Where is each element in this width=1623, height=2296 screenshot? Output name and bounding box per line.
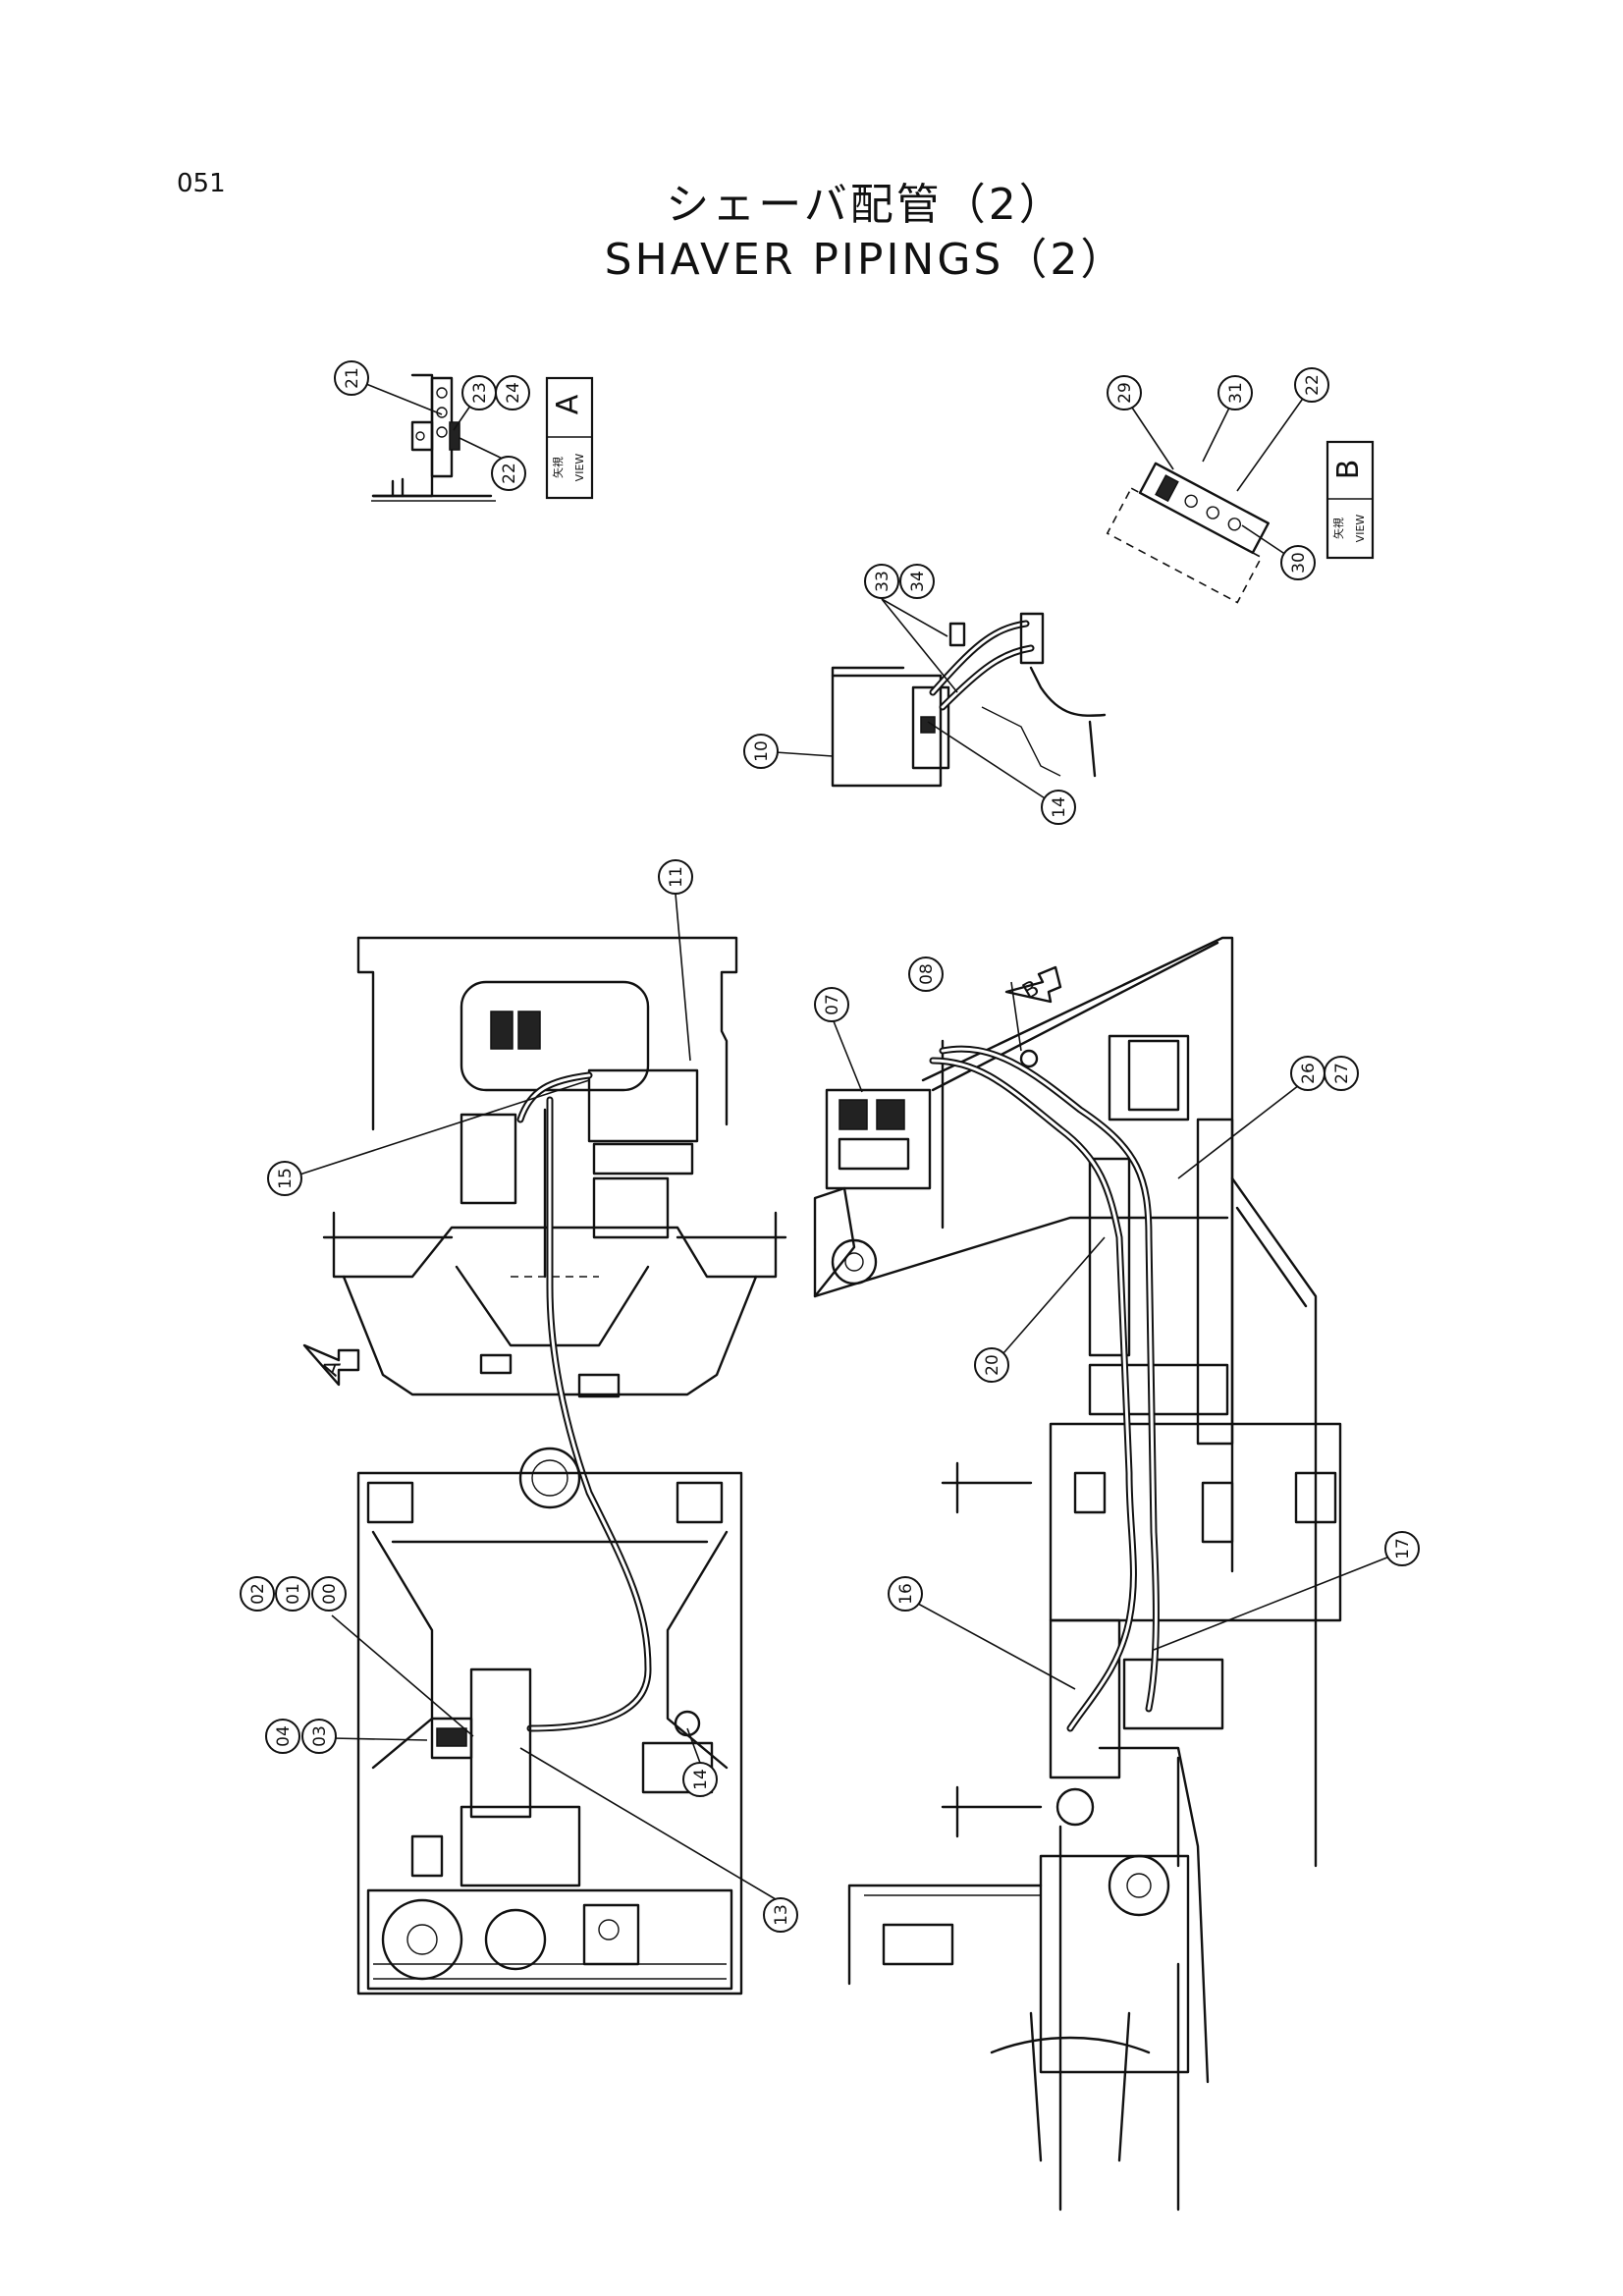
callout-02: 02 (240, 1576, 275, 1612)
left-lower-frame (356, 1447, 743, 1995)
svg-text:00: 00 (320, 1583, 340, 1605)
callouts: 21 23 24 22 29 31 22 30 33 34 10 14 11 1… (240, 360, 1420, 1933)
callout-14-main: 14 (682, 1762, 718, 1797)
callout-20: 20 (974, 1347, 1009, 1383)
view-a-en: VIEW (573, 454, 586, 482)
callout-24: 24 (495, 375, 530, 410)
svg-text:02: 02 (248, 1583, 268, 1605)
svg-text:01: 01 (284, 1583, 303, 1605)
callout-16: 16 (888, 1576, 923, 1612)
svg-text:31: 31 (1226, 382, 1246, 404)
callout-11: 11 (658, 859, 693, 895)
svg-text:29: 29 (1115, 382, 1135, 404)
svg-text:08: 08 (917, 963, 937, 985)
callout-27: 27 (1324, 1056, 1359, 1091)
svg-text:30: 30 (1289, 552, 1309, 574)
callout-17: 17 (1384, 1531, 1420, 1566)
callout-22-view-b: 22 (1294, 367, 1329, 403)
svg-text:16: 16 (896, 1583, 916, 1605)
callout-31: 31 (1217, 375, 1253, 410)
callout-04: 04 (265, 1719, 300, 1754)
view-a-jp: 矢視 (551, 457, 565, 478)
svg-text:34: 34 (908, 571, 928, 592)
right-main-view: B (813, 936, 1342, 2212)
svg-text:21: 21 (343, 367, 362, 389)
svg-text:23: 23 (470, 382, 490, 404)
left-main-view: A (302, 936, 787, 1732)
callout-29: 29 (1107, 375, 1142, 410)
view-b-label: B 矢視 VIEW (1325, 440, 1375, 560)
callout-34: 34 (899, 564, 935, 599)
callout-00: 00 (311, 1576, 347, 1612)
callout-15: 15 (267, 1161, 302, 1196)
callout-23: 23 (461, 375, 497, 410)
view-b-jp: 矢視 (1331, 518, 1345, 539)
svg-text:24: 24 (504, 382, 523, 404)
svg-text:07: 07 (823, 994, 842, 1015)
svg-text:33: 33 (873, 571, 893, 592)
view-b-detail (1106, 462, 1270, 604)
page-title-english: SHAVER PIPINGS（2） (604, 235, 1127, 285)
view-b-letter: B (1331, 460, 1366, 480)
svg-text:22: 22 (1303, 374, 1323, 396)
callout-30: 30 (1280, 545, 1316, 580)
callout-14-detail: 14 (1041, 790, 1076, 825)
view-a-label: A 矢視 VIEW (545, 376, 594, 500)
svg-text:10: 10 (752, 740, 772, 762)
svg-text:13: 13 (772, 1904, 791, 1926)
view-b-en: VIEW (1354, 515, 1367, 543)
svg-text:03: 03 (310, 1725, 330, 1747)
callout-21: 21 (334, 360, 369, 396)
callout-26: 26 (1290, 1056, 1325, 1091)
callout-08: 08 (908, 957, 944, 992)
svg-text:14: 14 (691, 1769, 711, 1790)
svg-text:20: 20 (983, 1354, 1002, 1376)
svg-text:22: 22 (500, 463, 519, 484)
svg-text:27: 27 (1332, 1063, 1352, 1084)
callout-10: 10 (743, 734, 779, 769)
callout-33: 33 (864, 564, 899, 599)
svg-text:17: 17 (1393, 1538, 1413, 1559)
view-a-detail (371, 373, 496, 502)
page-number: 051 (177, 169, 226, 198)
svg-text:11: 11 (667, 866, 686, 888)
callout-01: 01 (275, 1576, 310, 1612)
view-a-letter: A (551, 394, 585, 414)
svg-text:15: 15 (276, 1168, 296, 1189)
view-a-direction-arrow: A (318, 1357, 347, 1380)
svg-text:26: 26 (1299, 1063, 1319, 1084)
callout-03: 03 (301, 1719, 337, 1754)
page-title-japanese: シェーバ配管（2） (666, 180, 1065, 230)
callout-07: 07 (814, 987, 849, 1022)
callout-13: 13 (763, 1897, 798, 1933)
callout-22-view-a: 22 (491, 456, 526, 491)
middle-detail (831, 612, 1107, 788)
svg-text:14: 14 (1050, 796, 1069, 818)
svg-text:04: 04 (274, 1725, 294, 1747)
